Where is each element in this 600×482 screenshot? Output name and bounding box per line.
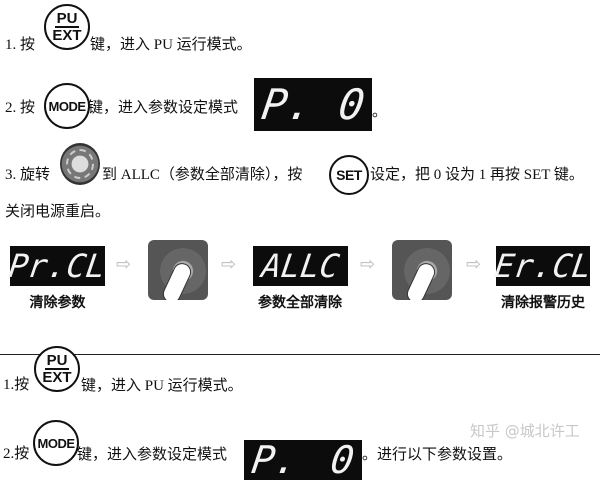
pu-label: PU <box>44 351 70 370</box>
pu-ext-key-icon: PU EXT <box>44 4 90 50</box>
mode-label: MODE <box>37 435 76 451</box>
arrow-right-icon: ⇨ <box>221 254 237 275</box>
lcd-text: ALLC <box>259 247 342 285</box>
step3-text: 设定，把 0 设为 1 再按 SET 键。 <box>370 167 584 183</box>
ext-label: EXT <box>52 26 82 44</box>
lcd-display-prcl: Pr.CL <box>7 246 108 286</box>
step3-prefix: 3. 旋转 <box>5 167 51 183</box>
flow-label-clear-all: 参数全部清除 <box>258 295 342 311</box>
lcd-display-allc: ALLC <box>253 246 348 286</box>
s2-step2-prefix: 2.按 <box>3 446 30 462</box>
lcd-display-p0: P. 0 <box>244 438 362 482</box>
lcd-display-ercl: Er.CL <box>492 246 594 286</box>
s2-step1-text: 键，进入 PU 运行模式。 <box>81 378 243 394</box>
s2-step2-end: 。进行以下参数设置。 <box>362 447 513 463</box>
lcd-right: 0 <box>328 438 358 482</box>
step2-end: 。 <box>372 104 388 120</box>
lcd-right: 0 <box>335 80 368 129</box>
ext-label: EXT <box>42 368 72 386</box>
flow-label-clear-alarm-history: 清除报警历史 <box>501 295 585 311</box>
hand-turning-dial-icon <box>392 240 452 300</box>
step3-continued: 关闭电源重启。 <box>5 204 111 220</box>
dial-knob-icon <box>60 143 100 185</box>
s2-step2-text: 键，进入参数设定模式 <box>77 447 228 463</box>
hand-turning-dial-icon <box>148 240 208 300</box>
arrow-right-icon: ⇨ <box>466 254 482 275</box>
lcd-text: Pr.CL <box>6 247 109 285</box>
step1-text: 键，进入 PU 运行模式。 <box>90 37 252 53</box>
lcd-text: Er.CL <box>492 247 594 285</box>
set-key-icon: SET <box>329 155 369 195</box>
step2-prefix: 2. 按 <box>5 100 36 116</box>
step2-text: 键，进入参数设定模式 <box>88 100 239 116</box>
lcd-left: P. <box>248 438 301 482</box>
pu-label: PU <box>54 9 80 28</box>
divider <box>0 354 600 355</box>
lcd-left: P. <box>258 80 317 129</box>
pu-ext-key-icon: PU EXT <box>34 346 80 392</box>
arrow-right-icon: ⇨ <box>360 254 376 275</box>
flow-label-clear-params: 清除参数 <box>29 295 86 311</box>
lcd-display-p0: P. 0 <box>254 78 372 131</box>
step1-prefix: 1. 按 <box>5 37 36 53</box>
watermark: 知乎 @城北许工 <box>470 422 580 440</box>
mode-label: MODE <box>48 98 87 114</box>
mode-key-icon: MODE <box>44 83 90 129</box>
mode-key-icon: MODE <box>33 420 79 466</box>
arrow-right-icon: ⇨ <box>116 254 132 275</box>
step3-middle: 到 ALLC（参数全部清除），按 <box>102 167 303 183</box>
s2-step1-prefix: 1.按 <box>3 377 30 393</box>
set-label: SET <box>336 167 362 183</box>
